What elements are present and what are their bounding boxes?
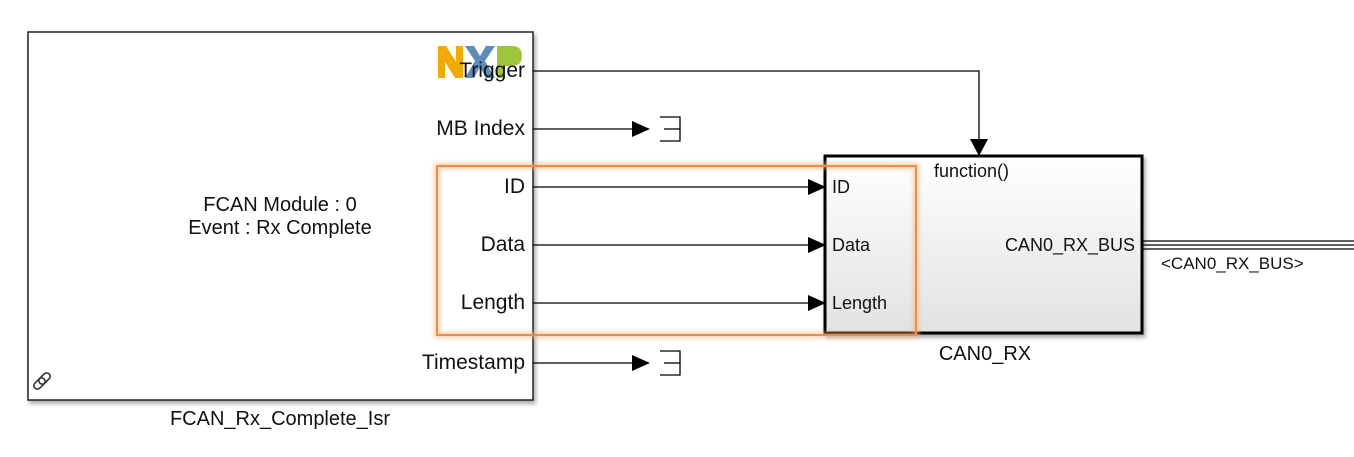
highlight-box <box>434 163 919 338</box>
port-trigger-label: Trigger <box>459 59 525 82</box>
data-line[interactable] <box>533 237 826 253</box>
port-mb-index-label: MB Index <box>436 117 525 140</box>
trigger-line[interactable] <box>533 70 988 156</box>
subsystem-input-data-label: Data <box>832 235 871 255</box>
bus-output-line[interactable] <box>1142 240 1354 250</box>
terminator-icon[interactable] <box>660 350 681 376</box>
subsystem-input-length-label: Length <box>832 293 888 313</box>
port-id-label: ID <box>504 175 525 198</box>
bus-signal-label[interactable]: <CAN0_RX_BUS> <box>1161 254 1304 273</box>
length-line[interactable] <box>533 295 826 311</box>
isr-block-name[interactable]: FCAN_Rx_Complete_Isr <box>169 408 391 430</box>
terminator-icon[interactable] <box>660 116 681 142</box>
port-length-label: Length <box>460 291 525 314</box>
timestamp-line[interactable] <box>533 355 650 371</box>
nxp-logo-icon <box>438 46 522 78</box>
port-timestamp-label: Timestamp <box>421 351 525 374</box>
subsystem-output-label: CAN0_RX_BUS <box>1004 235 1135 255</box>
id-line[interactable] <box>533 179 826 195</box>
isr-block[interactable] <box>27 31 534 401</box>
can0-rx-subsystem[interactable] <box>823 154 1144 335</box>
isr-block-line1: FCAN Module : 0 <box>203 194 357 216</box>
isr-block-line2: Event : Rx Complete <box>188 217 372 239</box>
subsystem-trigger-label: function() <box>934 161 1010 181</box>
mb-index-line[interactable] <box>533 121 650 137</box>
port-data-label: Data <box>480 233 525 256</box>
subsystem-name[interactable]: CAN0_RX <box>938 343 1032 365</box>
library-link-icon <box>33 372 51 390</box>
subsystem-input-id-label: ID <box>832 177 850 197</box>
